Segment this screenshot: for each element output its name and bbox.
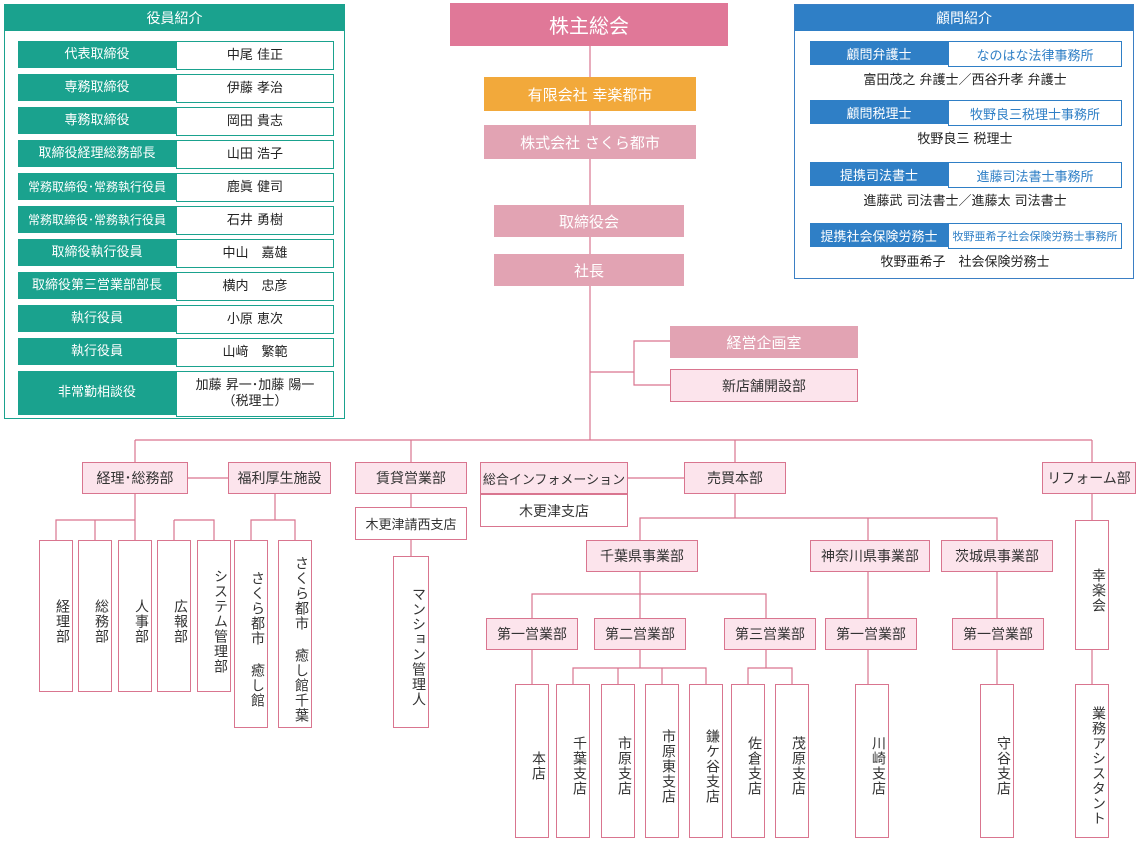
officer-role: 取締役経理総務部長 — [18, 140, 176, 167]
officer-role: 専務取締役 — [18, 74, 176, 101]
officer-name: 中尾 佳正 — [176, 41, 334, 70]
advisors-panel: 顧問紹介 顧問弁護士なのはな法律事務所富田茂之 弁護士／西谷升孝 弁護士顧問税理… — [794, 4, 1134, 279]
kourakukai-box: 幸楽会 — [1075, 520, 1109, 650]
president-box: 社長 — [494, 254, 684, 286]
advisors-title: 顧問紹介 — [795, 5, 1133, 31]
officer-name: 中山 嘉雄 — [176, 239, 334, 268]
officers-panel: 役員紹介 代表取締役中尾 佳正専務取締役伊藤 孝治専務取締役岡田 貴志取締役経理… — [4, 4, 345, 419]
advisor-firm: 進藤司法書士事務所 — [948, 162, 1122, 188]
kanagawa-division-box: 神奈川県事業部 — [810, 540, 930, 572]
officer-role: 専務取締役 — [18, 107, 176, 134]
officer-name: 鹿眞 健司 — [176, 173, 334, 202]
general-info-box: 総合インフォメーション — [480, 462, 628, 494]
chiba-sales3-box: 第三営業部 — [724, 618, 816, 650]
accounting-dept-box: 経理･総務部 — [82, 462, 188, 494]
advisor-firm: なのはな法律事務所 — [948, 41, 1122, 67]
moriya-branch-box: 守谷支店 — [980, 684, 1014, 838]
mansion-manager-box: マンション管理人 — [393, 556, 429, 728]
officer-name: 山﨑 繁範 — [176, 338, 334, 367]
keiri-dept-box: 経理部 — [39, 540, 73, 692]
officer-name: 石井 勇樹 — [176, 206, 334, 235]
planning-office-box: 経営企画室 — [670, 326, 858, 358]
officer-role: 執行役員 — [18, 338, 176, 365]
advisor-role: 提携司法書士 — [810, 162, 948, 186]
kawasaki-branch-box: 川崎支店 — [855, 684, 889, 838]
new-store-dept-box: 新店舗開設部 — [670, 369, 858, 402]
advisor-persons: 牧野良三 税理士 — [917, 131, 1013, 147]
ibaraki-division-box: 茨城県事業部 — [941, 540, 1053, 572]
officer-role: 常務取締役･常務執行役員 — [18, 173, 176, 200]
kanagawa-sales1-box: 第一営業部 — [825, 618, 917, 650]
officer-name: 横内 忠彦 — [176, 272, 334, 301]
ichihara-east-branch-box: 市原東支店 — [645, 684, 679, 838]
company-sakura-box: 株式会社 さくら都市 — [484, 125, 696, 159]
koho-dept-box: 広報部 — [157, 540, 191, 692]
shareholders-box: 株主総会 — [450, 3, 728, 46]
officer-name: 加藤 昇一･加藤 陽一 （税理士） — [176, 371, 334, 417]
kisarazu-west-branch-box: 木更津請西支店 — [355, 507, 467, 540]
ichihara-branch-box: 市原支店 — [601, 684, 635, 838]
jinji-dept-box: 人事部 — [118, 540, 152, 692]
officer-role: 執行役員 — [18, 305, 176, 332]
kamagaya-branch-box: 鎌ケ谷支店 — [689, 684, 723, 838]
somu-dept-box: 総務部 — [78, 540, 112, 692]
advisor-firm: 牧野良三税理士事務所 — [948, 100, 1122, 126]
mobara-branch-box: 茂原支店 — [775, 684, 809, 838]
advisor-persons: 進藤武 司法書士／進藤太 司法書士 — [863, 193, 1067, 209]
officer-role: 非常勤相談役 — [18, 371, 176, 415]
officer-role: 常務取締役･常務執行役員 — [18, 206, 176, 233]
officer-role: 代表取締役 — [18, 41, 176, 68]
chiba-branch-box: 千葉支店 — [556, 684, 590, 838]
company-kouraku-box: 有限会社 幸楽都市 — [484, 77, 696, 111]
chiba-sales1-box: 第一営業部 — [486, 618, 578, 650]
sakura-iyashi-chiba-box: さくら都市 癒し館千葉 — [278, 540, 312, 728]
advisor-persons: 富田茂之 弁護士／西谷升孝 弁護士 — [863, 72, 1067, 88]
officer-name: 山田 浩子 — [176, 140, 334, 169]
welfare-facility-box: 福利厚生施設 — [228, 462, 331, 494]
chiba-sales2-box: 第二営業部 — [594, 618, 686, 650]
sakura-iyashi-box: さくら都市 癒し館 — [234, 540, 268, 728]
officer-name: 小原 恵次 — [176, 305, 334, 334]
advisor-role: 提携社会保険労務士 — [810, 223, 948, 247]
sakura-branch-box: 佐倉支店 — [731, 684, 765, 838]
sales-hq-box: 売買本部 — [684, 462, 786, 494]
business-assistant-box: 業務アシスタント — [1075, 684, 1109, 838]
chiba-division-box: 千葉県事業部 — [586, 540, 698, 572]
advisor-role: 顧問弁護士 — [810, 41, 948, 65]
system-dept-box: システム管理部 — [197, 540, 231, 692]
advisor-role: 顧問税理士 — [810, 100, 948, 124]
ibaraki-sales1-box: 第一営業部 — [952, 618, 1044, 650]
officer-role: 取締役第三営業部部長 — [18, 272, 176, 299]
officer-name: 岡田 貴志 — [176, 107, 334, 136]
advisor-persons: 牧野亜希子 社会保険労務士 — [880, 254, 1050, 270]
board-box: 取締役会 — [494, 205, 684, 237]
honten-box: 本店 — [515, 684, 549, 838]
officers-title: 役員紹介 — [5, 5, 344, 31]
officer-role: 取締役執行役員 — [18, 239, 176, 266]
advisor-firm: 牧野亜希子社会保険労務士事務所 — [948, 223, 1122, 249]
officer-name: 伊藤 孝治 — [176, 74, 334, 103]
rental-dept-box: 賃貸営業部 — [355, 462, 467, 494]
kisarazu-branch-box: 木更津支店 — [480, 494, 628, 527]
reform-dept-box: リフォーム部 — [1042, 462, 1136, 494]
